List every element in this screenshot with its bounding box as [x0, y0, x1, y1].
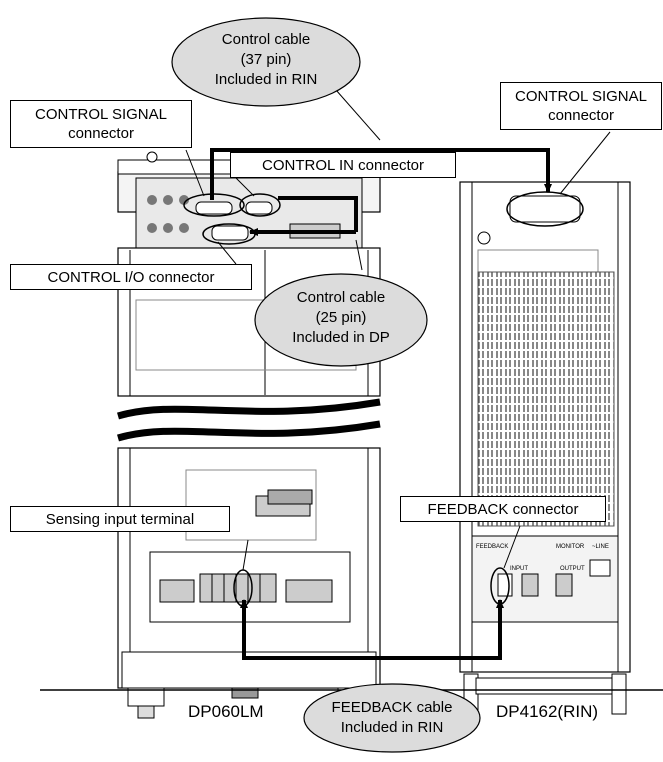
control-cable-25-callout: Control cable (25 pin) Included in DP [263, 288, 419, 348]
callout-line: (25 pin) [263, 308, 419, 328]
callout-line: FEEDBACK cable [314, 698, 470, 718]
label-line: CONTROL SIGNAL [11, 105, 191, 124]
callout-line: Control cable [186, 30, 346, 50]
callout-line: Included in RIN [314, 718, 470, 738]
dp060lm-caption: DP060LM [188, 702, 264, 722]
control-in-label: CONTROL IN connector [230, 152, 456, 178]
callout-line: (37 pin) [186, 50, 346, 70]
output-text: OUTPUT [560, 566, 585, 572]
sensing-input-label: Sensing input terminal [10, 506, 230, 532]
callout-line: Included in DP [263, 328, 419, 348]
monitor-text: MONITOR [556, 544, 585, 550]
control-signal-left-label: CONTROL SIGNAL connector [10, 100, 192, 148]
control-io-label: CONTROL I/O connector [10, 264, 252, 290]
label-line: connector [11, 124, 191, 143]
feedback-text: FEEDBACK [476, 544, 508, 550]
break-marks [118, 402, 380, 438]
dp4162-caption: DP4162(RIN) [496, 702, 598, 722]
control-signal-right-label: CONTROL SIGNAL connector [500, 82, 662, 130]
feedback-connector-label: FEEDBACK connector [400, 496, 606, 522]
control-cable-37-callout: Control cable (37 pin) Included in RIN [186, 30, 346, 90]
callout-line: Control cable [263, 288, 419, 308]
line-text: ~LINE [592, 544, 609, 550]
dp4162-unit [460, 182, 630, 714]
callout-line: Included in RIN [186, 70, 346, 90]
input-text: INPUT [510, 566, 528, 572]
label-line: CONTROL SIGNAL [501, 87, 661, 106]
label-line: connector [501, 106, 661, 125]
feedback-cable-callout: FEEDBACK cable Included in RIN [314, 698, 470, 738]
